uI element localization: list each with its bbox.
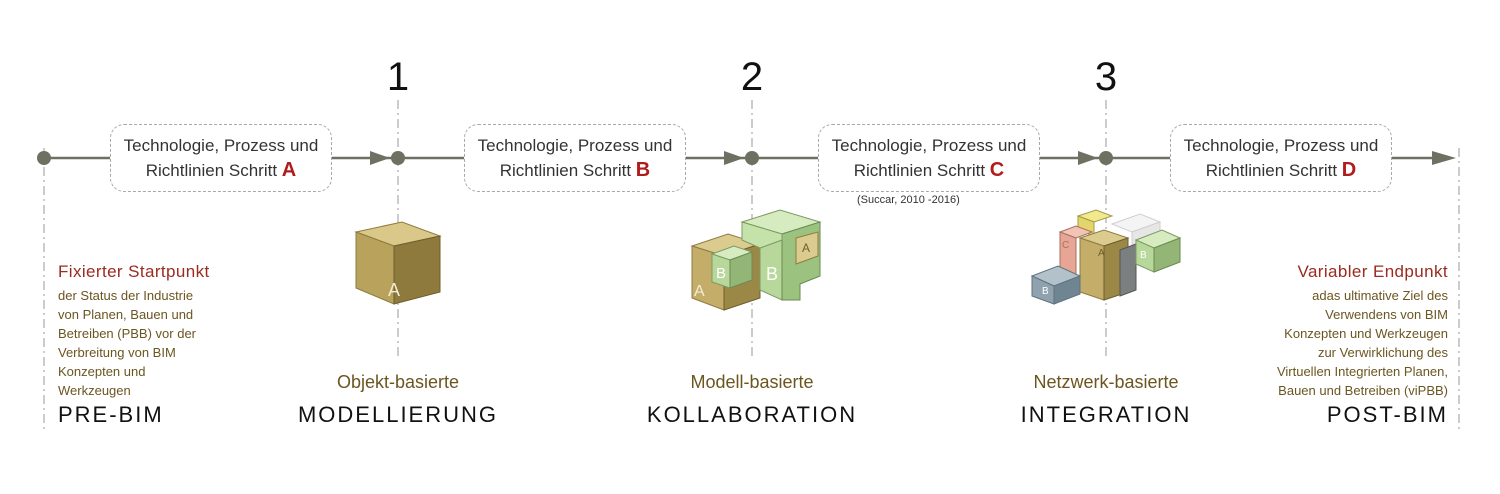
step-a-letter: A [281, 159, 297, 181]
step-b-letter: B [635, 159, 651, 181]
pre-bim-label: PRE-BIM [58, 402, 164, 427]
stage-3-sublabel: Netzwerk-basierte [1033, 372, 1179, 392]
end-desc-line: Bauen und Betreiben (viPBB) [1278, 383, 1448, 398]
post-bim-label: POST-BIM [1326, 402, 1448, 427]
stage-3-label: INTEGRATION [1020, 402, 1192, 427]
end-desc-line: Verwendens von BIM [1325, 307, 1448, 322]
node-stage-3 [1099, 151, 1113, 165]
end-desc-line: Konzepten und Werkzeugen [1284, 326, 1448, 341]
step-c-line1: Technologie, Prozess und [831, 136, 1027, 155]
cube-2-label-b2: B [766, 264, 778, 284]
cube-3-label-b2: B [1042, 286, 1049, 297]
cube-2-label-a: A [694, 283, 705, 300]
cube-stage-1: A [354, 221, 442, 305]
cube-stage-3: C A B B [1030, 209, 1182, 305]
arrow-head-end [1432, 151, 1456, 165]
step-box-b: Technologie, Prozess und Richtlinien Sch… [464, 124, 686, 192]
citation: (Succar, 2010 -2016) [857, 194, 960, 206]
stage-2-number: 2 [740, 55, 764, 99]
start-desc-line: Verbreitung von BIM [58, 345, 176, 360]
step-a-line2-wrap: Richtlinien Schritt A [146, 158, 297, 183]
end-desc-line: adas ultimative Ziel des [1312, 288, 1448, 303]
start-description: der Status der Industrie von Planen, Bau… [58, 286, 196, 400]
step-d-line1: Technologie, Prozess und [1183, 136, 1379, 155]
node-stage-2 [745, 151, 759, 165]
cube-3-label-b1: B [1140, 250, 1147, 261]
stage-1-sublabel: Objekt-basierte [336, 372, 460, 392]
cube-1-label: A [388, 280, 400, 300]
arrow-head-2 [724, 151, 744, 165]
step-b-line2: Richtlinien Schritt [499, 161, 632, 180]
step-c-line2-wrap: Richtlinien Schritt C [854, 158, 1005, 183]
cube-2-label-a2: A [802, 241, 810, 255]
cube-stage-2: A B B A [690, 209, 822, 311]
end-desc-line: zur Verwirklichung des [1317, 345, 1448, 360]
cube-3-label-c: C [1062, 240, 1069, 251]
start-title: Fixierter Startpunkt [58, 262, 210, 281]
start-desc-line: Betreiben (PBB) vor der [58, 326, 197, 341]
step-box-d: Technologie, Prozess und Richtlinien Sch… [1170, 124, 1392, 192]
node-stage-1 [391, 151, 405, 165]
step-c-line2: Richtlinien Schritt [853, 161, 986, 180]
stage-2-label: KOLLABORATION [646, 402, 858, 427]
step-d-line2: Richtlinien Schritt [1205, 161, 1338, 180]
step-b-line1: Technologie, Prozess und [477, 136, 673, 155]
start-desc-line: Konzepten und [58, 364, 146, 379]
stage-2-sublabel: Modell-basierte [690, 372, 814, 392]
arrow-head-1 [370, 151, 390, 165]
node-start [37, 151, 51, 165]
step-box-a: Technologie, Prozess und Richtlinien Sch… [110, 124, 332, 192]
stage-3-number: 3 [1094, 55, 1118, 99]
start-desc-line: der Status der Industrie [58, 288, 194, 303]
cube-3-label-a: A [1098, 248, 1105, 259]
step-a-line1: Technologie, Prozess und [123, 136, 319, 155]
end-description: adas ultimative Ziel des Verwendens von … [1277, 286, 1448, 400]
step-b-line2-wrap: Richtlinien Schritt B [500, 158, 651, 183]
step-box-c: Technologie, Prozess und Richtlinien Sch… [818, 124, 1040, 192]
end-title: Variabler Endpunkt [1297, 262, 1448, 281]
step-d-letter: D [1341, 159, 1357, 181]
step-d-line2-wrap: Richtlinien Schritt D [1206, 158, 1357, 183]
start-desc-line: von Planen, Bauen und [58, 307, 194, 322]
arrow-head-3 [1078, 151, 1098, 165]
step-a-line2: Richtlinien Schritt [145, 161, 278, 180]
end-desc-line: Virtuellen Integrierten Planen, [1276, 364, 1448, 379]
stage-1-label: MODELLIERUNG [297, 402, 499, 427]
stage-1-number: 1 [386, 55, 410, 99]
start-desc-line: Werkzeugen [58, 383, 131, 398]
cube-2-label-b1: B [716, 265, 726, 282]
step-c-letter: C [989, 159, 1005, 181]
